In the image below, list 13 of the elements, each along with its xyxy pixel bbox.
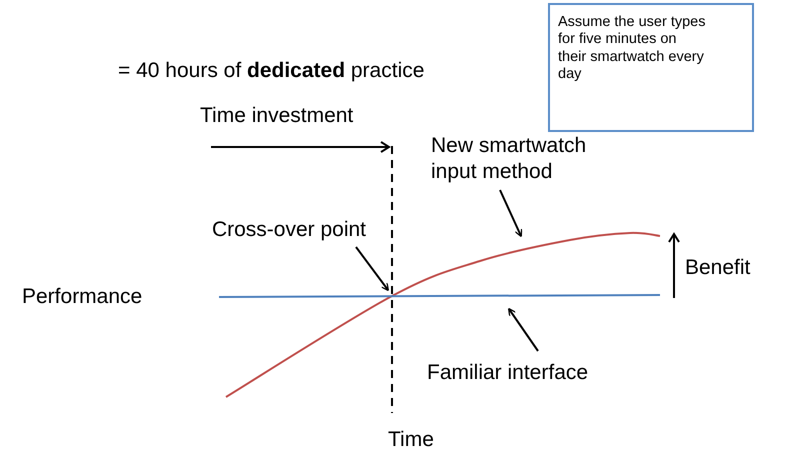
equation-text: = 40 hours of dedicated practice: [118, 58, 424, 84]
axis-annotation: Time investment: [200, 103, 354, 130]
note-box: [548, 3, 754, 132]
point-label: Cross-over point: [212, 217, 366, 244]
axis-label: Performance: [22, 284, 142, 310]
line-label: Familiar interface: [427, 360, 588, 386]
axis-label: Time: [388, 427, 434, 454]
leader-line: [499, 190, 522, 238]
leader-line: [355, 246, 390, 292]
measure-label: Benefit: [685, 255, 750, 282]
curve-label: New smartwatch input method: [431, 133, 631, 186]
note-text: Assume the user types for five minutes on their smartwatch every day: [558, 14, 706, 82]
leader-line: [508, 308, 539, 352]
